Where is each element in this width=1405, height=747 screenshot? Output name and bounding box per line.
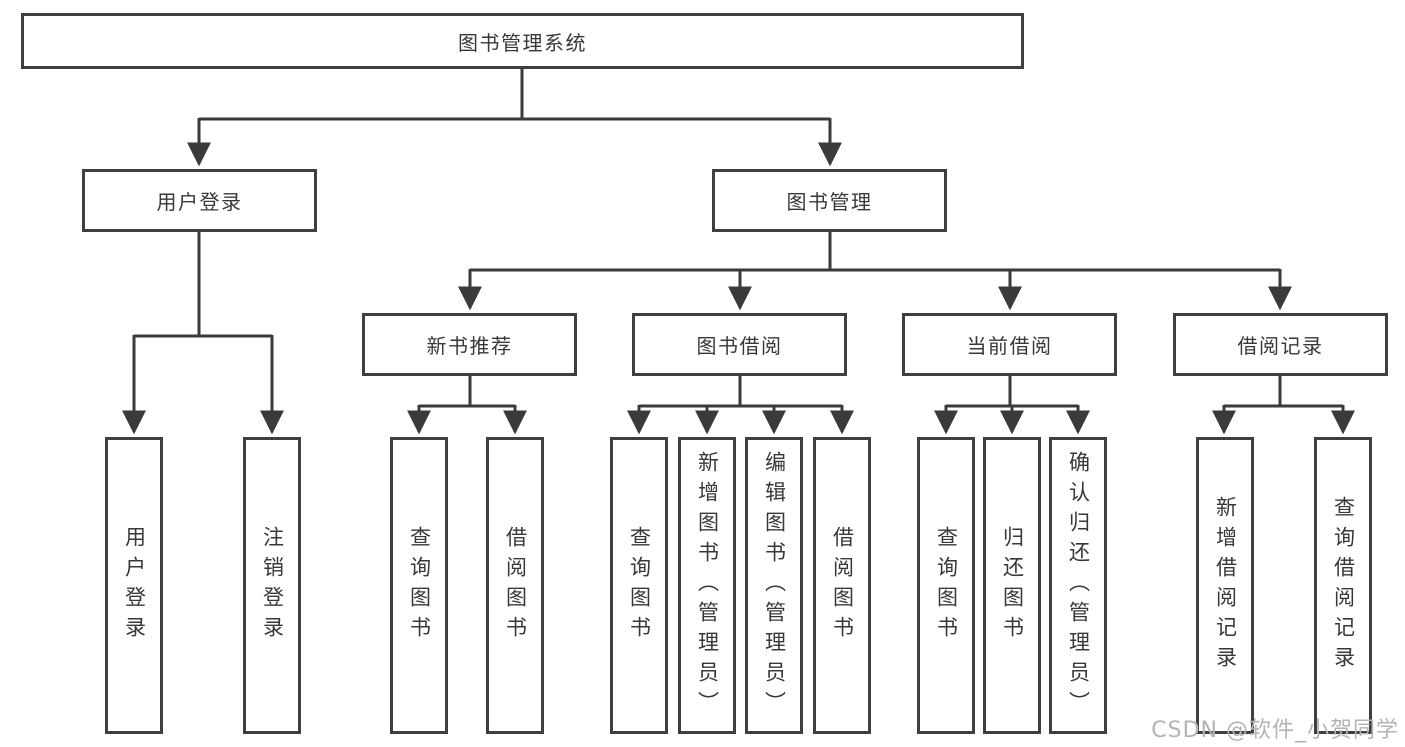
leaf-query-borrow-record-label: 查询借阅记录 — [1331, 495, 1356, 676]
node-book-mgmt: 图书管理 — [712, 169, 947, 232]
leaf-return-books-label: 归还图书 — [1000, 525, 1025, 646]
node-book-mgmt-label: 图书管理 — [786, 190, 873, 214]
connector-login-to-leaves — [122, 232, 284, 435]
leaf-logout-label: 注销登录 — [260, 525, 285, 646]
node-book-borrow-label: 图书借阅 — [696, 334, 783, 358]
leaf-add-borrow-record-label: 新增借阅记录 — [1213, 495, 1238, 676]
leaf-edit-books-admin-label: 编辑图书（管理员） — [762, 450, 787, 721]
node-user-login-label: 用户登录 — [156, 190, 243, 214]
leaf-borrow-books-2-label: 借阅图书 — [830, 525, 855, 646]
node-book-borrow: 图书借阅 — [632, 313, 847, 376]
leaf-add-borrow-record: 新增借阅记录 — [1196, 437, 1254, 734]
node-user-login: 用户登录 — [82, 169, 317, 232]
leaf-return-books: 归还图书 — [983, 437, 1041, 734]
connector-mgmt-to-level2 — [458, 232, 1292, 311]
leaf-edit-books-admin: 编辑图书（管理员） — [745, 437, 803, 734]
leaf-query-books-2-label: 查询图书 — [627, 525, 652, 646]
node-root-label: 图书管理系统 — [458, 30, 587, 55]
leaf-user-login-label: 用户登录 — [122, 525, 147, 646]
node-borrow-records-label: 借阅记录 — [1237, 334, 1324, 358]
leaf-logout: 注销登录 — [243, 437, 301, 734]
leaf-query-books-1: 查询图书 — [390, 437, 448, 734]
connector-currentborrow-to-leaves — [934, 376, 1090, 435]
connector-records-to-leaves — [1212, 376, 1355, 435]
node-new-book-recommend: 新书推荐 — [362, 313, 577, 376]
leaf-add-books-admin-label: 新增图书（管理员） — [695, 450, 720, 721]
leaf-borrow-books-1: 借阅图书 — [486, 437, 544, 734]
connector-bookborrow-to-leaves — [627, 376, 854, 435]
leaf-query-books-1-label: 查询图书 — [407, 525, 432, 646]
leaf-borrow-books-2: 借阅图书 — [813, 437, 871, 734]
node-borrow-records: 借阅记录 — [1173, 313, 1388, 376]
connector-newbooks-to-leaves — [407, 376, 527, 435]
leaf-user-login: 用户登录 — [105, 437, 163, 734]
node-root: 图书管理系统 — [21, 13, 1024, 69]
leaf-add-books-admin: 新增图书（管理员） — [678, 437, 736, 734]
leaf-query-books-3-label: 查询图书 — [934, 525, 959, 646]
node-current-borrow-label: 当前借阅 — [966, 334, 1053, 358]
leaf-query-books-2: 查询图书 — [610, 437, 668, 734]
connector-root-to-level1 — [187, 69, 842, 167]
leaf-borrow-books-1-label: 借阅图书 — [503, 525, 528, 646]
leaf-confirm-return-admin: 确认归还（管理员） — [1049, 437, 1107, 734]
csdn-watermark: CSDN @软件_小贺同学 — [1151, 718, 1399, 743]
node-current-borrow: 当前借阅 — [902, 313, 1117, 376]
leaf-confirm-return-admin-label: 确认归还（管理员） — [1066, 450, 1091, 721]
leaf-query-borrow-record: 查询借阅记录 — [1314, 437, 1372, 734]
leaf-query-books-3: 查询图书 — [917, 437, 975, 734]
node-new-book-recommend-label: 新书推荐 — [426, 334, 513, 358]
